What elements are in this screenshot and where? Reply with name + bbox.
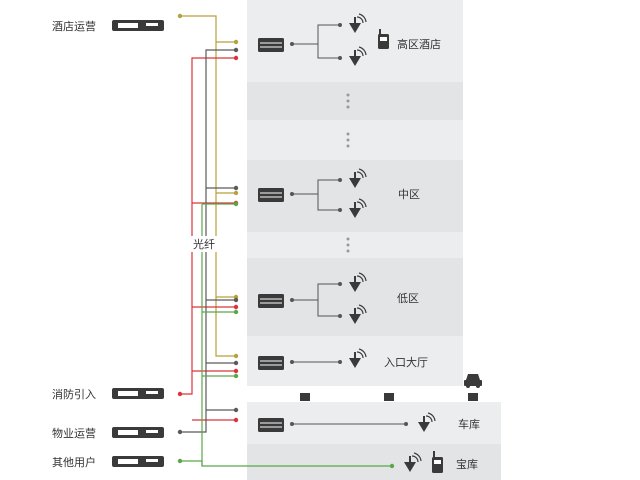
zone-middle: 中区 bbox=[258, 168, 420, 218]
zone-garage: 车库 bbox=[258, 412, 480, 432]
zone-label: 宝库 bbox=[456, 457, 478, 471]
zone-vault: 宝库 bbox=[404, 451, 478, 473]
source-row-fire: 消防引入 bbox=[52, 387, 164, 401]
zone-label: 入口大厅 bbox=[384, 355, 428, 369]
antenna-icon bbox=[349, 13, 367, 33]
antenna-icon bbox=[349, 168, 367, 188]
server-icon bbox=[258, 294, 284, 308]
antenna-icon bbox=[349, 272, 367, 292]
antenna-icon bbox=[349, 304, 367, 324]
server-icon bbox=[258, 38, 284, 52]
server-icon bbox=[258, 356, 284, 370]
zone-label: 低区 bbox=[397, 292, 419, 305]
garage-panel bbox=[247, 402, 501, 480]
server-icon bbox=[258, 188, 284, 202]
zone-lobby: 入口大厅 bbox=[258, 348, 428, 370]
vertical-ellipsis-icon bbox=[346, 93, 350, 109]
vertical-ellipsis-icon bbox=[346, 132, 350, 148]
zone-label: 高区酒店 bbox=[397, 37, 441, 51]
antenna-icon bbox=[404, 452, 422, 472]
walkie-talkie-icon bbox=[432, 451, 443, 473]
antenna-icon bbox=[349, 198, 367, 218]
antenna-icon bbox=[349, 348, 367, 368]
zone-low: 低区 bbox=[258, 272, 419, 324]
source-label: 消防引入 bbox=[52, 387, 96, 401]
server-icon bbox=[112, 388, 164, 399]
server-icon bbox=[112, 20, 164, 31]
source-row-hotel: 酒店运营 bbox=[52, 19, 164, 33]
fiber-label: 光纤 bbox=[193, 237, 215, 251]
zone-high-hotel: 高区酒店 bbox=[258, 13, 441, 66]
garage-pillars bbox=[300, 393, 478, 401]
walkie-talkie-icon bbox=[378, 29, 389, 49]
car-icon bbox=[464, 374, 482, 388]
trunk-endpoints bbox=[177, 13, 395, 469]
source-label: 酒店运营 bbox=[52, 19, 96, 33]
zone-label: 中区 bbox=[398, 188, 420, 201]
source-label: 其他用户 bbox=[52, 455, 96, 469]
server-icon bbox=[258, 418, 284, 432]
antenna-icon bbox=[349, 46, 367, 66]
source-label: 物业运营 bbox=[52, 426, 96, 440]
source-row-property: 物业运营 bbox=[52, 426, 164, 440]
source-row-other: 其他用户 bbox=[52, 455, 164, 469]
vertical-ellipsis-icon bbox=[346, 237, 350, 253]
zone-label: 车库 bbox=[458, 417, 480, 431]
server-icon bbox=[112, 456, 164, 467]
antenna-icon bbox=[418, 412, 436, 432]
server-icon bbox=[112, 427, 164, 438]
